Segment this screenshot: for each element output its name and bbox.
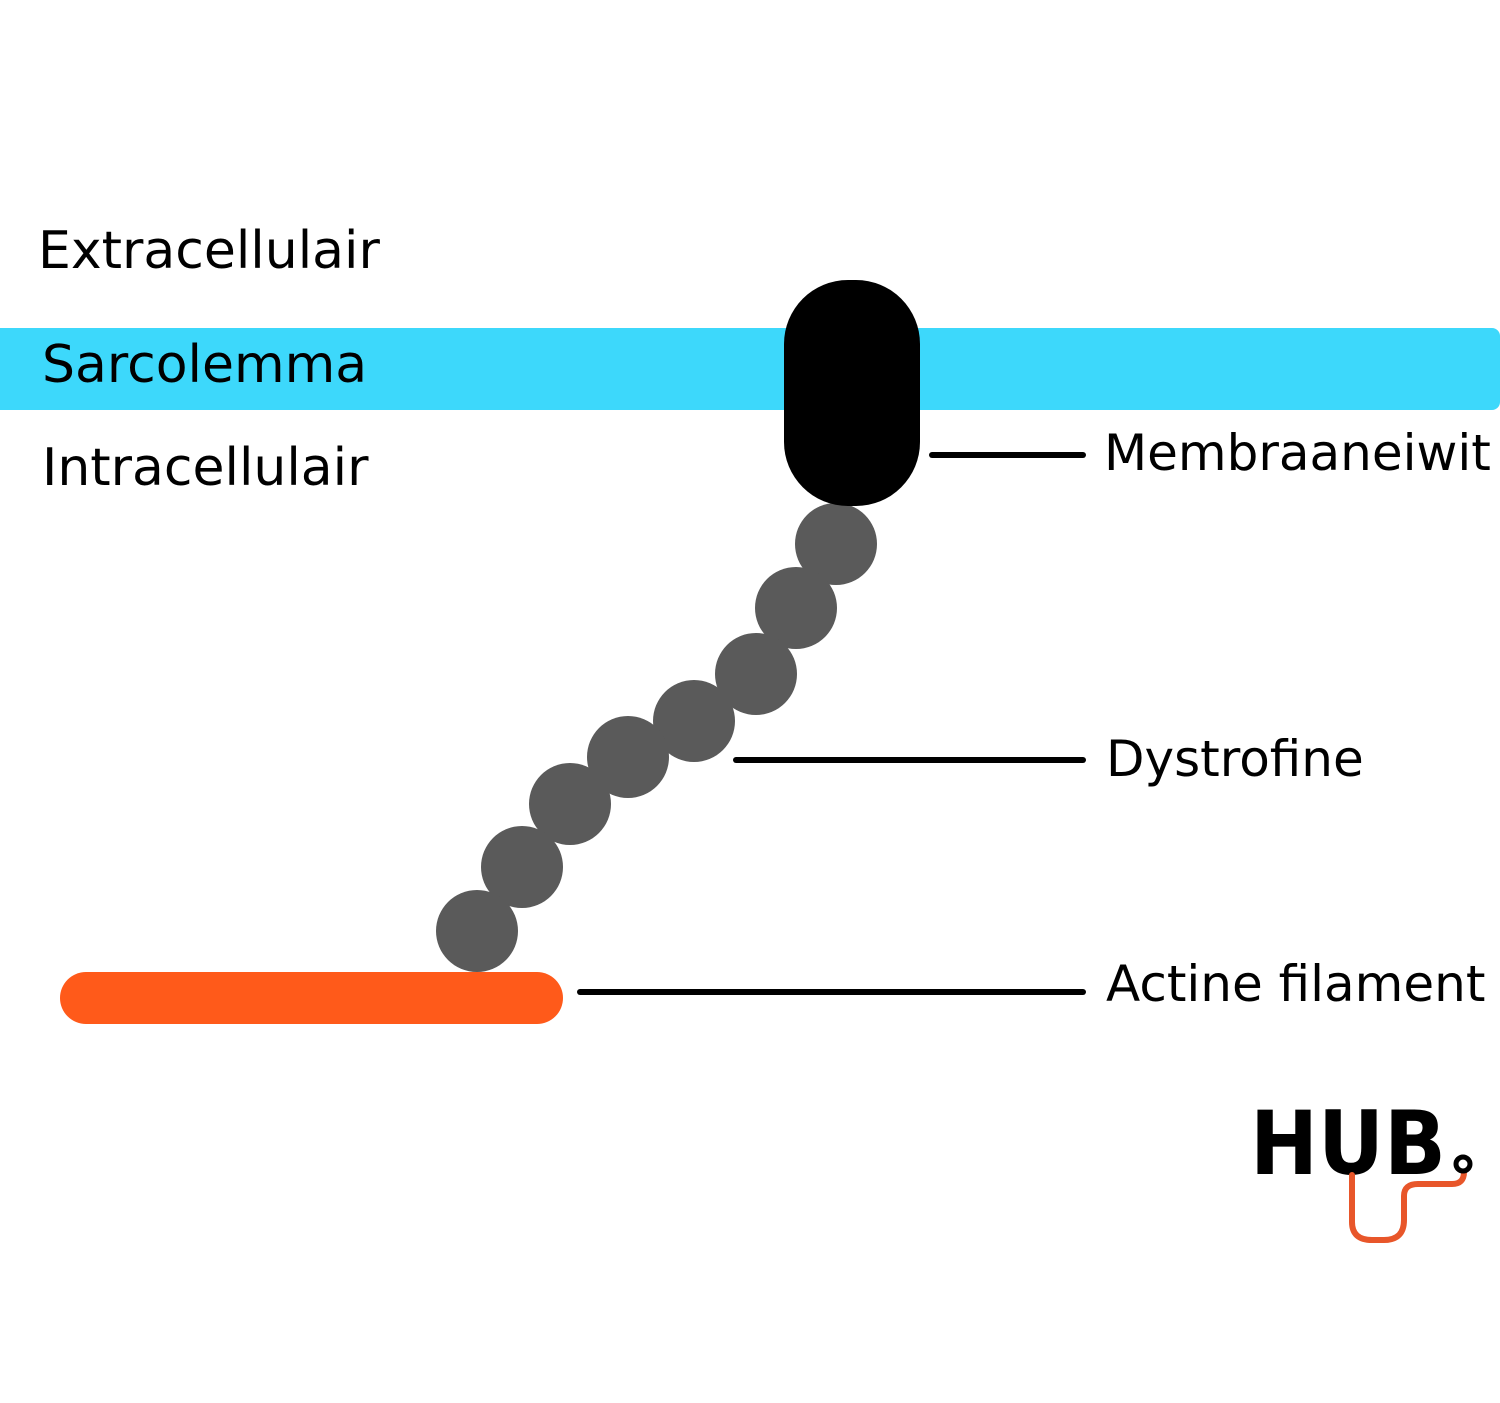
dystrophin-bead: [755, 567, 837, 649]
sarcolemma-band: [0, 328, 1500, 410]
dystrophin-bead: [795, 503, 877, 585]
dystrophin-bead: [481, 826, 563, 908]
extracellular-label: Extracellulair: [38, 221, 380, 281]
membrane-protein-label: Membraaneiwit: [1104, 424, 1491, 482]
membrane-protein: [784, 280, 920, 506]
dystrophin-bead: [436, 890, 518, 972]
dystrophin-chain: [436, 503, 877, 972]
dystrophin-bead: [587, 716, 669, 798]
sarcolemma-label: Sarcolemma: [42, 335, 367, 395]
dystrophin-label: Dystrofine: [1106, 730, 1364, 788]
actin-filament: [60, 972, 563, 1024]
actin-filament-label: Actine filament: [1106, 955, 1485, 1013]
intracellular-label: Intracellulair: [42, 438, 369, 498]
dystrophin-bead: [529, 763, 611, 845]
stethoscope-icon: [1349, 1154, 1473, 1243]
dystrophin-bead: [653, 680, 735, 762]
dystrophin-bead: [715, 633, 797, 715]
hub-logo: HUB: [1250, 1092, 1473, 1243]
hub-logo-text: HUB: [1250, 1092, 1446, 1195]
